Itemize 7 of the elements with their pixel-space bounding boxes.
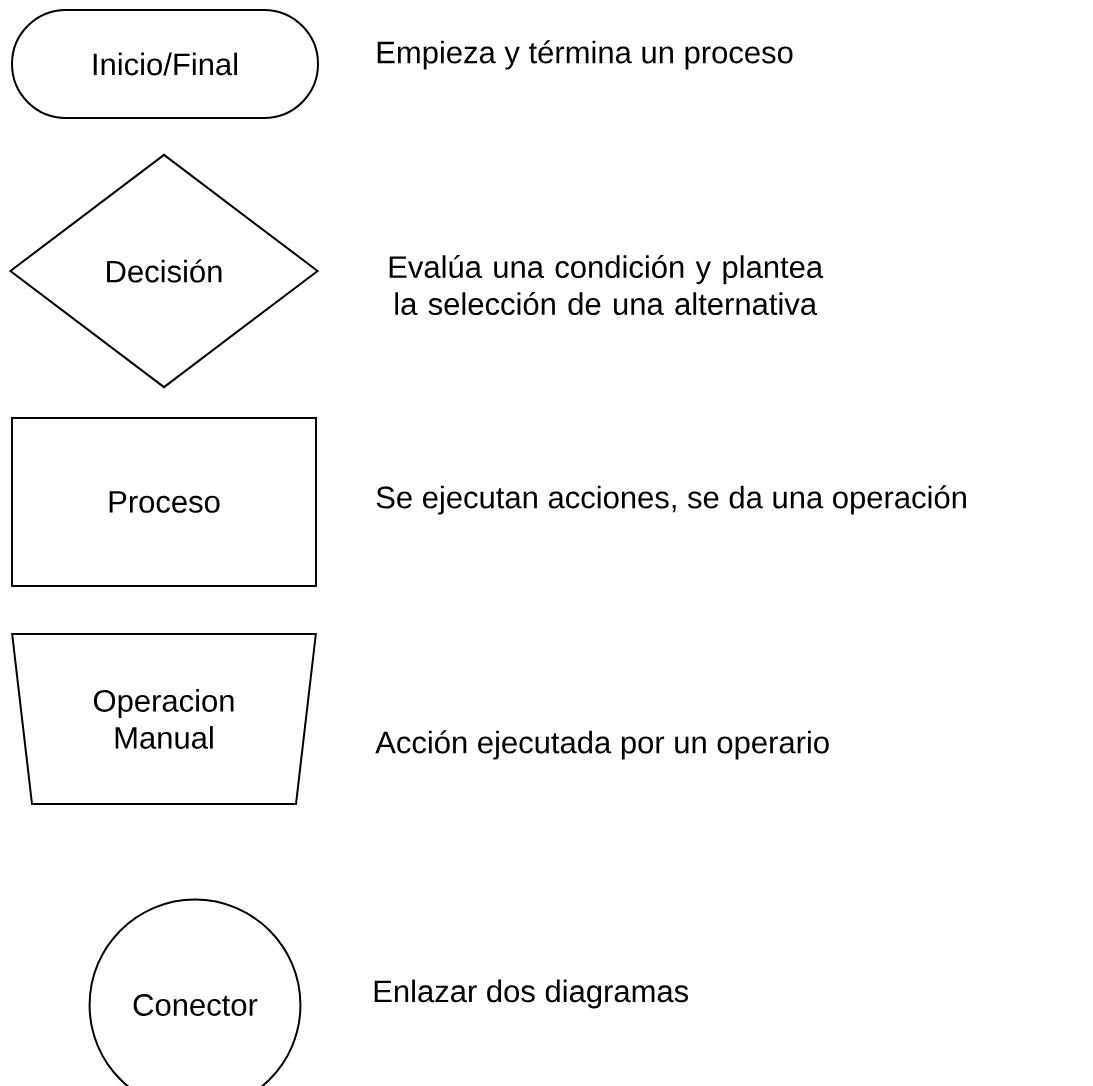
description-text: Enlazar dos diagramas [374, 979, 689, 1009]
description-text: Se ejecutan acciones, se da una operación [376, 485, 966, 515]
process-box: Proceso [11, 417, 317, 587]
manual-operation-trapezoid: Operacion Manual [11, 633, 317, 805]
description-text: Empieza y términa un proceso [377, 40, 793, 70]
description-text: Acción ejecutada por un operario [375, 730, 829, 760]
description-text: Evalúa una condición y plantea la selección de una alternativa [389, 254, 824, 316]
